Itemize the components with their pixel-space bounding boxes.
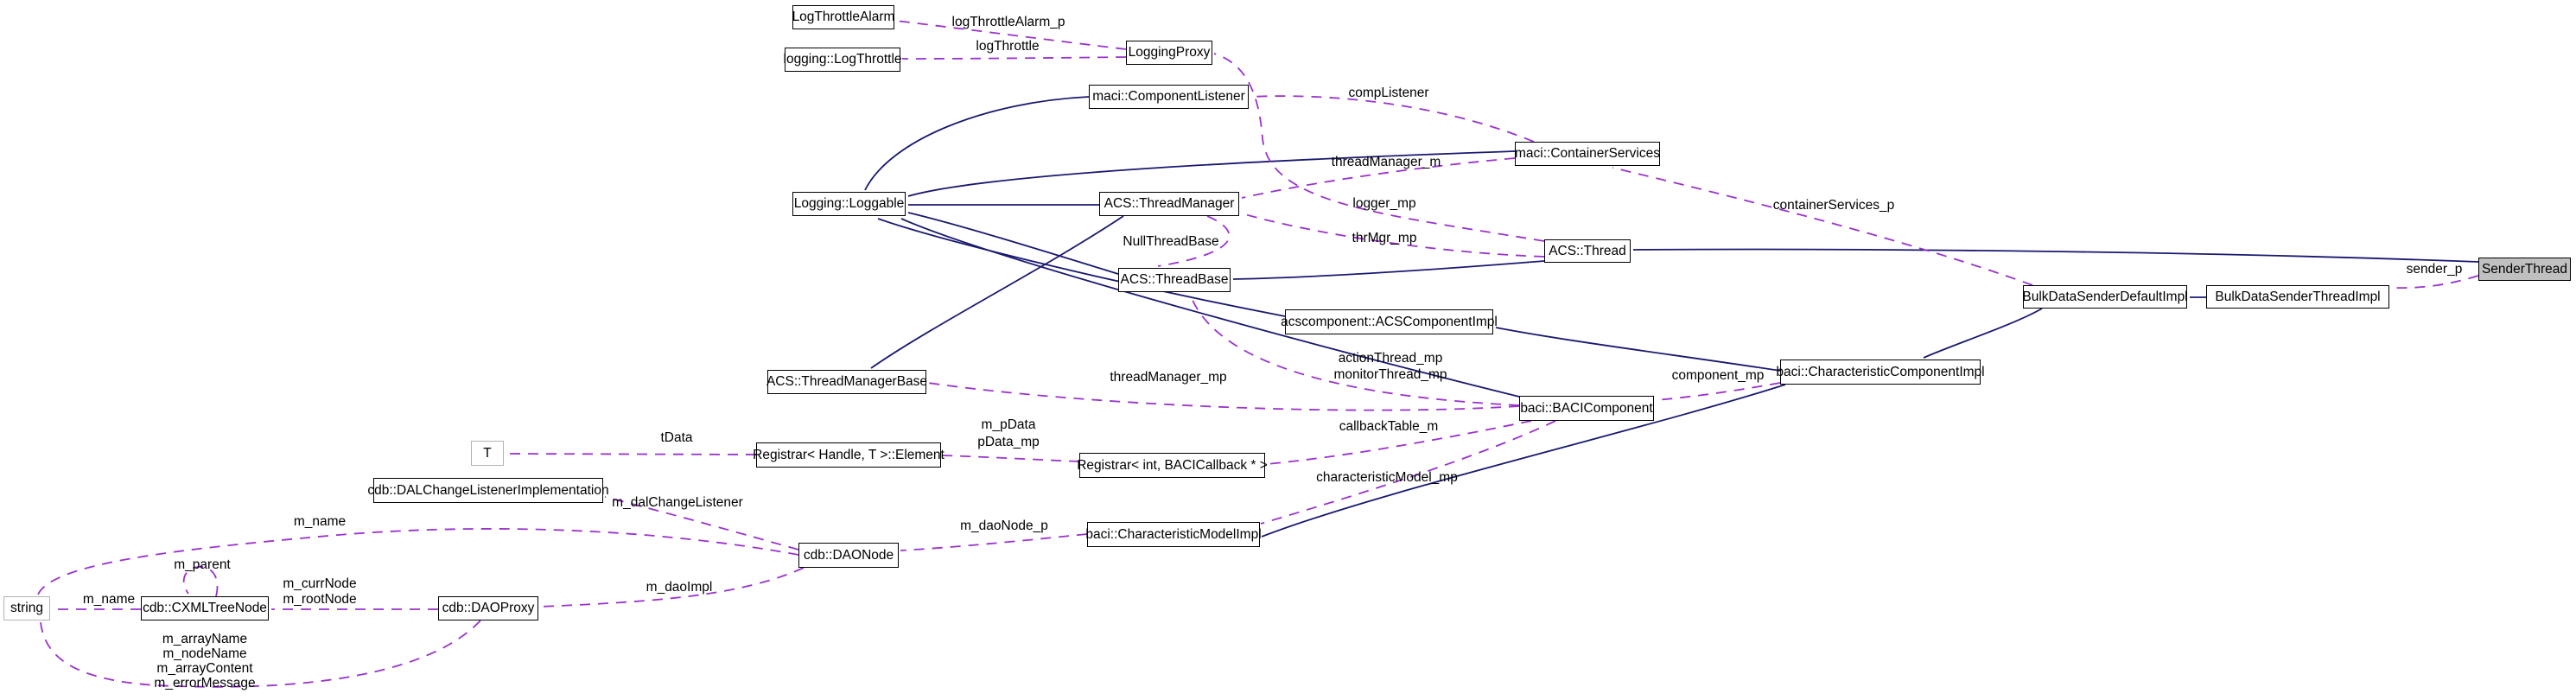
edge-label-m_name: m_name bbox=[82, 592, 136, 607]
class-node-registrar-element[interactable]: Registrar< Handle, T >::Element bbox=[753, 442, 945, 468]
class-node-container-services[interactable]: maci::ContainerServices bbox=[1515, 142, 1660, 166]
class-node-dao-node[interactable]: cdb::DAONode bbox=[798, 543, 899, 568]
edge-actionThread_mp-monitorThread_mp bbox=[1189, 293, 1520, 406]
edge-label-logger_mp: logger_mp bbox=[1352, 196, 1416, 211]
edge-acs-component-impl-inherits-loggable bbox=[877, 218, 1286, 317]
class-node-thread-base[interactable]: ACS::ThreadBase bbox=[1118, 268, 1231, 292]
edge-label-m_rootNode: m_rootNode bbox=[283, 592, 357, 607]
edge-containerServices_p bbox=[1612, 167, 2033, 286]
edge-label-logThrottleAlarm_p: logThrottleAlarm_p bbox=[951, 15, 1065, 29]
edge-label-m_daoImpl: m_daoImpl bbox=[646, 580, 713, 595]
edge-baci-component-inherits-loggable bbox=[900, 218, 1520, 398]
class-node-baci-component[interactable]: baci::BACIComponent bbox=[1519, 396, 1654, 421]
class-node-char-component-impl[interactable]: baci::CharacteristicComponentImpl bbox=[1776, 360, 1985, 385]
edge-char-component-impl-inherits-acs-component-impl bbox=[1495, 327, 1781, 372]
class-node-bulk-thread[interactable]: BulkDataSenderThreadImpl bbox=[2206, 285, 2389, 309]
edge-sender-thread-inherits-thread bbox=[1632, 248, 2479, 263]
edge-threadManager_mp bbox=[927, 382, 1520, 411]
class-node-log-throttle-alarm[interactable]: LogThrottleAlarm bbox=[792, 5, 894, 29]
edge-label-m_currNode: m_currNode bbox=[283, 576, 357, 591]
edge-m_dalChangeListener bbox=[604, 496, 799, 550]
class-node-dal-change-listener[interactable]: cdb::DALChangeListenerImplementation bbox=[367, 478, 609, 503]
edge-m_name-dao-node bbox=[37, 528, 799, 595]
edge-m_daoNode_p bbox=[900, 533, 1088, 551]
edge-label-pData_mp: pData_mp bbox=[977, 435, 1040, 449]
edge-label-m_daoNode_p: m_daoNode_p bbox=[960, 519, 1048, 533]
edge-label-m_errorMessage: m_errorMessage bbox=[154, 676, 256, 690]
edge-label-callbackTable_m: callbackTable_m bbox=[1339, 419, 1439, 434]
class-node-thread-manager-base[interactable]: ACS::ThreadManagerBase bbox=[766, 370, 927, 394]
edge-logger_mp bbox=[1213, 53, 1545, 242]
edge-label-monitorThread_mp: monitorThread_mp bbox=[1333, 367, 1447, 382]
class-node-log-throttle[interactable]: logging::LogThrottle bbox=[784, 48, 902, 72]
edge-label-compListener: compListener bbox=[1348, 86, 1429, 100]
edge-logThrottleAlarm_p bbox=[895, 20, 1127, 50]
edge-callbackTable_m bbox=[1266, 420, 1532, 465]
class-node-sender-thread[interactable]: SenderThread bbox=[2478, 258, 2571, 281]
class-node-dao-proxy[interactable]: cdb::DAOProxy bbox=[438, 596, 538, 620]
edge-label-thrMgr_mp: thrMgr_mp bbox=[1352, 231, 1417, 245]
edge-threadManager_m bbox=[1241, 157, 1516, 199]
class-node-cxml-tree-node[interactable]: cdb::CXMLTreeNode bbox=[141, 596, 269, 620]
edge-label-sender_p: sender_p bbox=[2406, 262, 2463, 277]
edge-char-component-impl-inherits-char-model-impl bbox=[1261, 384, 1786, 538]
edge-label-component_mp: component_mp bbox=[1671, 368, 1765, 383]
edge-logThrottle bbox=[901, 56, 1127, 60]
edge-label-threadManager_m: threadManager_m bbox=[1331, 155, 1441, 169]
class-node-thread[interactable]: ACS::Thread bbox=[1544, 239, 1631, 263]
edge-thread-inherits-thread-base bbox=[1232, 260, 1545, 280]
edge-label-m_pData: m_pData bbox=[981, 417, 1036, 432]
edge-thrMgr_mp bbox=[1241, 213, 1545, 258]
edge-label-tData: tData bbox=[660, 430, 693, 445]
edge-characteristicModel_mp bbox=[1260, 420, 1556, 525]
edge-m_pData-pData_mp bbox=[942, 455, 1080, 462]
edge-m_arrayName-m_nodeName-m_arrayContent-m_errorMessage bbox=[40, 620, 481, 688]
edge-label-logThrottle: logThrottle bbox=[976, 39, 1040, 54]
edge-label-m_parent: m_parent bbox=[174, 557, 231, 572]
class-node-logging-proxy[interactable]: LoggingProxy bbox=[1126, 41, 1212, 65]
class-node-string[interactable]: string bbox=[3, 596, 50, 620]
edges-group bbox=[37, 20, 2479, 688]
edge-label-NullThreadBase: NullThreadBase bbox=[1123, 234, 1219, 249]
edge-label-m_nodeName: m_nodeName bbox=[162, 646, 247, 661]
edge-bulk-default-inherits-char-component-impl bbox=[1923, 308, 2043, 359]
class-node-bulk-default[interactable]: BulkDataSenderDefaultImpl bbox=[2022, 285, 2188, 309]
edge-m_parent bbox=[182, 566, 219, 597]
edge-thread-manager-inherits-thread-manager-base bbox=[870, 215, 1124, 369]
edge-label-actionThread_mp: actionThread_mp bbox=[1338, 351, 1443, 366]
edge-label-characteristicModel_mp: characteristicModel_mp bbox=[1316, 470, 1458, 485]
edge-label-m_name: m_name bbox=[293, 514, 347, 529]
edge-NullThreadBase bbox=[1157, 215, 1231, 267]
class-node-char-model-impl[interactable]: baci::CharacteristicModelImpl bbox=[1085, 522, 1262, 547]
class-node-component-listener[interactable]: maci::ComponentListener bbox=[1089, 85, 1249, 109]
edge-compListener bbox=[1250, 95, 1535, 143]
edge-label-threadManager_mp: threadManager_mp bbox=[1110, 370, 1227, 385]
edge-sender_p bbox=[2390, 275, 2479, 290]
edge-tData bbox=[505, 453, 757, 455]
class-node-t-param[interactable]: T bbox=[471, 441, 504, 466]
edge-label-m_dalChangeListener: m_dalChangeListener bbox=[612, 495, 743, 510]
edge-component_mp bbox=[1655, 382, 1781, 401]
edge-component-listener-inherits-loggable bbox=[864, 96, 1090, 191]
edge-label-m_arrayName: m_arrayName bbox=[162, 632, 248, 646]
class-node-thread-manager[interactable]: ACS::ThreadManager bbox=[1099, 192, 1239, 216]
edge-container-services-inherits-loggable bbox=[907, 150, 1516, 197]
class-node-loggable[interactable]: Logging::Loggable bbox=[792, 192, 906, 216]
class-node-acs-component-impl[interactable]: acscomponent::ACSComponentImpl bbox=[1281, 309, 1498, 334]
edge-m_daoImpl bbox=[539, 567, 805, 608]
class-node-registrar-int[interactable]: Registrar< int, BACICallback * > bbox=[1077, 453, 1268, 478]
edge-label-m_arrayContent: m_arrayContent bbox=[156, 661, 253, 676]
edge-label-containerServices_p: containerServices_p bbox=[1772, 198, 1895, 213]
edge-thread-base-inherits-loggable bbox=[907, 212, 1119, 275]
